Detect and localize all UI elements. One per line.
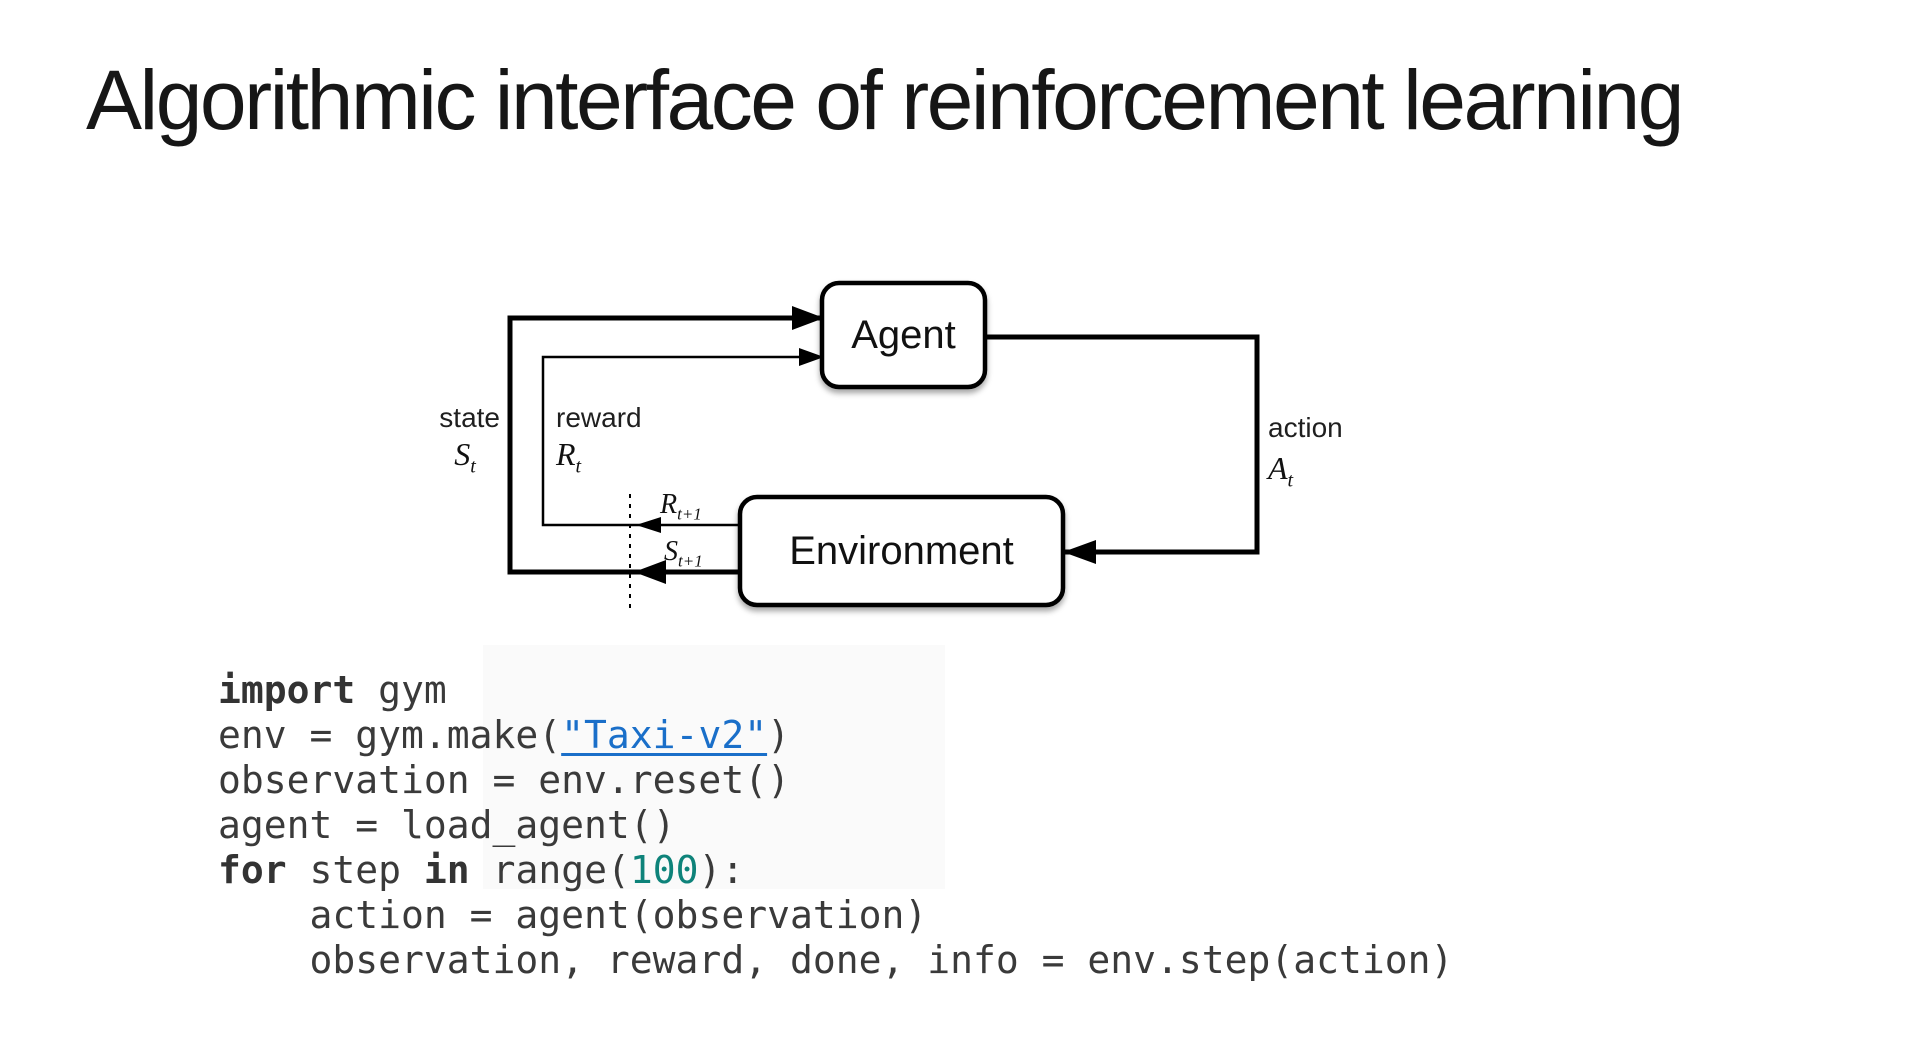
code-line: observation, reward, done, info = env.st… xyxy=(218,938,1454,983)
code-segment: ): xyxy=(698,848,745,892)
code-segment: for xyxy=(218,848,287,892)
code-segment: range( xyxy=(469,848,630,892)
code-link-taxi-v2[interactable]: "Taxi-v2" xyxy=(561,713,768,757)
next-state-letter: S xyxy=(664,536,678,567)
next-reward-arrowhead xyxy=(636,517,661,533)
action-into-environment-arrowhead xyxy=(1063,540,1096,564)
code-line: for step in range(100): xyxy=(218,848,1453,893)
code-line: agent = load_agent() xyxy=(218,803,1453,848)
reward-into-agent-arrowhead xyxy=(799,348,824,366)
next-reward-symbol: Rt+1 xyxy=(660,489,702,525)
reward-symbol-subscript: t xyxy=(575,455,582,478)
agent-box-label: Agent xyxy=(851,312,956,357)
code-segment: 100 xyxy=(629,848,699,892)
code-segment: agent = load_agent() xyxy=(218,803,676,847)
action-label: action xyxy=(1268,412,1343,443)
code-line: env = gym.make("Taxi-v2") xyxy=(218,713,1453,758)
code-segment: step xyxy=(286,848,424,892)
state-loop-line xyxy=(507,315,824,575)
code-segment: ) xyxy=(767,713,790,757)
state-symbol-letter: S xyxy=(454,436,471,472)
reward-label: reward xyxy=(556,402,642,433)
action-symbol-subscript: t xyxy=(1287,469,1294,492)
code-line: action = agent(observation) xyxy=(218,893,1453,938)
code-background-band xyxy=(483,645,945,889)
next-reward-subscript: t+1 xyxy=(677,504,702,524)
state-symbol: St xyxy=(430,436,500,478)
agent-box xyxy=(819,280,988,390)
code-line: import gym xyxy=(218,668,1453,713)
environment-box xyxy=(737,494,1066,608)
next-state-subscript: t+1 xyxy=(678,551,703,571)
next-state-arrowhead xyxy=(634,560,666,584)
code-segment: import xyxy=(218,668,356,712)
state-into-agent-arrowhead xyxy=(792,306,824,330)
reward-symbol: Rt xyxy=(556,436,581,478)
action-symbol: At xyxy=(1268,450,1293,492)
code-segment: gym xyxy=(355,668,447,712)
slide-title: Algorithmic interface of reinforcement l… xyxy=(86,53,1684,147)
code-segment: observation = env.reset() xyxy=(218,758,790,802)
code-segment: env = gym.make( xyxy=(218,713,562,757)
next-reward-letter: R xyxy=(660,489,678,520)
action-loop-line xyxy=(985,334,1260,555)
code-line: observation = env.reset() xyxy=(218,758,1453,803)
code-segment: action = agent(observation) xyxy=(218,893,928,937)
action-symbol-letter: A xyxy=(1268,450,1288,486)
state-symbol-subscript: t xyxy=(470,455,476,478)
state-label: state xyxy=(439,402,500,433)
code-segment: in xyxy=(423,848,470,892)
reward-symbol-letter: R xyxy=(556,436,576,472)
next-state-symbol: St+1 xyxy=(664,536,703,572)
environment-box-label: Environment xyxy=(789,528,1014,573)
code-segment: observation, reward, done, info = env.st… xyxy=(218,938,1454,982)
